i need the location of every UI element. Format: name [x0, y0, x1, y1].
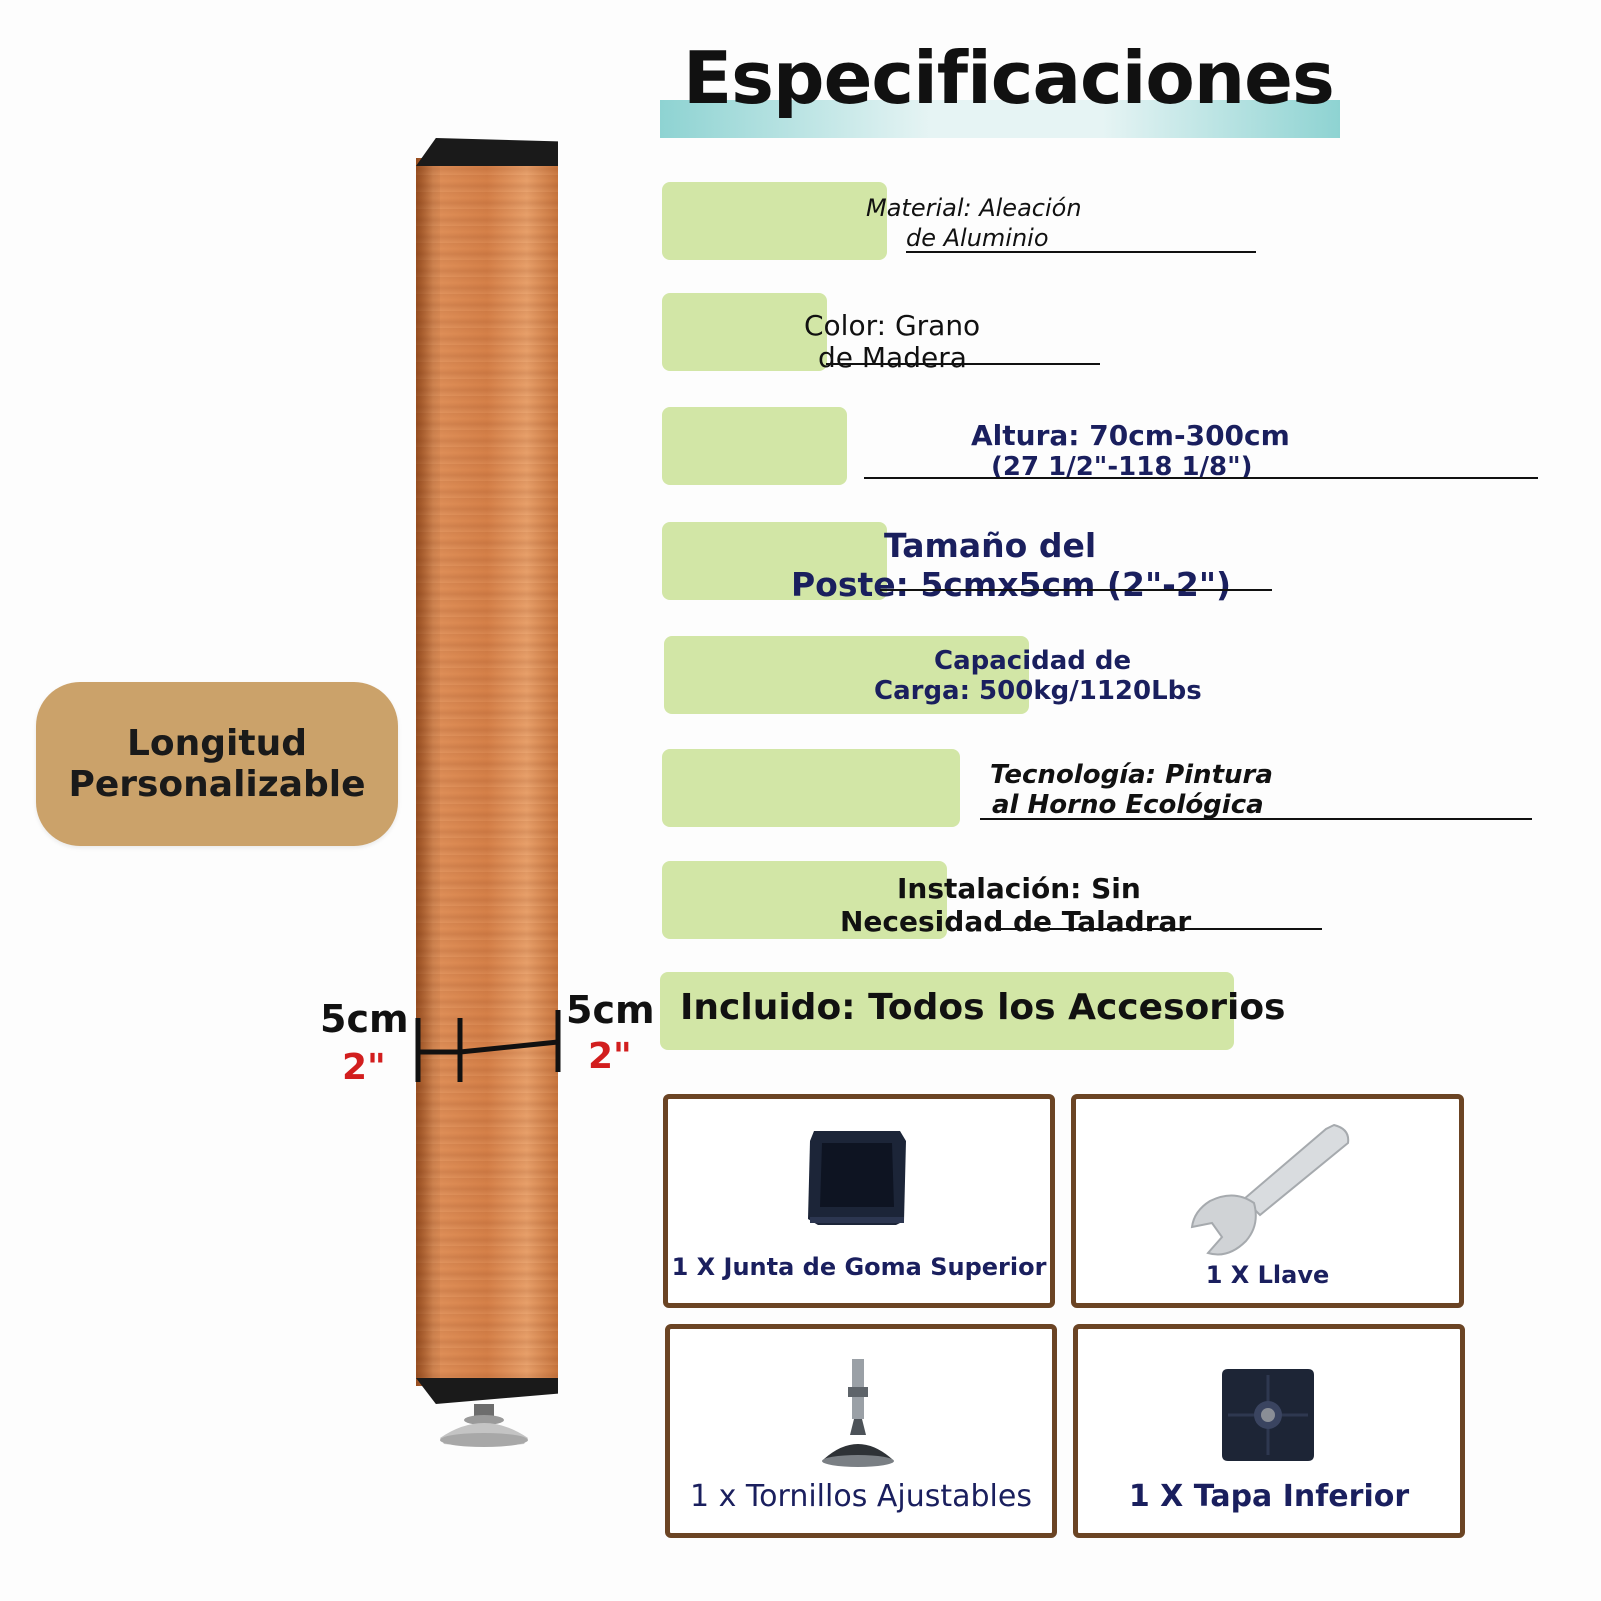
rubber-gasket-icon [808, 1131, 906, 1225]
accessory-bottom-cap-label: 1 X Tapa Inferior [1128, 1479, 1410, 1514]
dimension-marker [415, 1010, 561, 1082]
spec-instalacion-line1: Instalación: Sin [897, 872, 1141, 905]
spec-color-line2: de Madera [818, 341, 967, 374]
adjustable-foot-icon [440, 1404, 528, 1447]
title-band [660, 100, 1340, 138]
spec-capacidad-bg [664, 636, 1029, 714]
spec-incluido-bg [660, 972, 1234, 1050]
spec-instalacion-bg [662, 861, 947, 939]
wood-post-shade [416, 158, 440, 1386]
dimension-left-cm: 5cm [320, 997, 409, 1041]
dimension-left-in: 2" [342, 1047, 386, 1088]
spec-color-bg [662, 293, 827, 371]
accessory-wrench-label: 1 X Llave [1205, 1261, 1330, 1289]
spec-tamano-line2: Poste: 5cmx5cm (2"-2") [791, 565, 1232, 604]
custom-length-line1: Longitud [126, 722, 308, 764]
spec-material-line1: Material: Aleación [866, 194, 1082, 222]
dimension-right-cm: 5cm [566, 988, 655, 1032]
bottom-cap-icon [1222, 1369, 1314, 1461]
spec-altura-line2: (27 1/2"-118 1/8") [991, 452, 1253, 482]
wood-post [416, 158, 558, 1386]
accessory-screws-card: 1 x Tornillos Ajustables [665, 1324, 1057, 1538]
accessory-screws-label: 1 x Tornillos Ajustables [690, 1479, 1032, 1514]
spec-tamano-bg [662, 522, 887, 600]
dimension-right-in: 2" [588, 1036, 632, 1077]
spec-tamano-line1: Tamaño del [884, 526, 1097, 565]
spec-altura-bg [662, 407, 847, 485]
spec-instalacion-underline [1000, 928, 1322, 930]
spec-altura-line1: Altura: 70cm-300cm [971, 419, 1290, 452]
wrench-icon [1190, 1123, 1350, 1256]
spec-material-bg [662, 182, 887, 260]
spec-tecnologia-bg [662, 749, 960, 827]
post-top-cap [416, 138, 558, 166]
accessory-wrench-card: 1 X Llave [1071, 1094, 1464, 1308]
adjustable-screw-icon [822, 1359, 894, 1467]
spec-material-underline [906, 251, 1256, 253]
spec-instalacion-line2: Necesidad de Taladrar [840, 905, 1192, 938]
spec-capacidad-line2: Carga: 500kg/1120Lbs [874, 676, 1202, 706]
spec-material-line2: de Aluminio [906, 224, 1049, 252]
spec-tecnologia-line2: al Horno Ecológica [992, 790, 1264, 820]
spec-tamano-underline [880, 589, 1272, 591]
spec-altura-underline [864, 477, 1538, 479]
accessory-bottom-cap-card: 1 X Tapa Inferior [1073, 1324, 1465, 1538]
spec-incluido-text: Incluido: Todos los Accesorios [680, 987, 1286, 1028]
accessory-top-gasket-card: 1 X Junta de Goma Superior [663, 1094, 1055, 1308]
accessory-top-gasket-label: 1 X Junta de Goma Superior [671, 1253, 1047, 1281]
page-title: Especificaciones [683, 36, 1335, 120]
spec-tecnologia-line1: Tecnología: Pintura [990, 760, 1273, 790]
custom-length-line2: Personalizable [68, 764, 366, 805]
custom-length-badge: Longitud Personalizable [36, 682, 398, 846]
post-bottom-cap [416, 1378, 558, 1404]
spec-tecnologia-underline [980, 818, 1532, 820]
spec-color-underline [826, 363, 1100, 365]
spec-capacidad-line1: Capacidad de [934, 646, 1132, 676]
spec-color-line1: Color: Grano [804, 309, 981, 342]
